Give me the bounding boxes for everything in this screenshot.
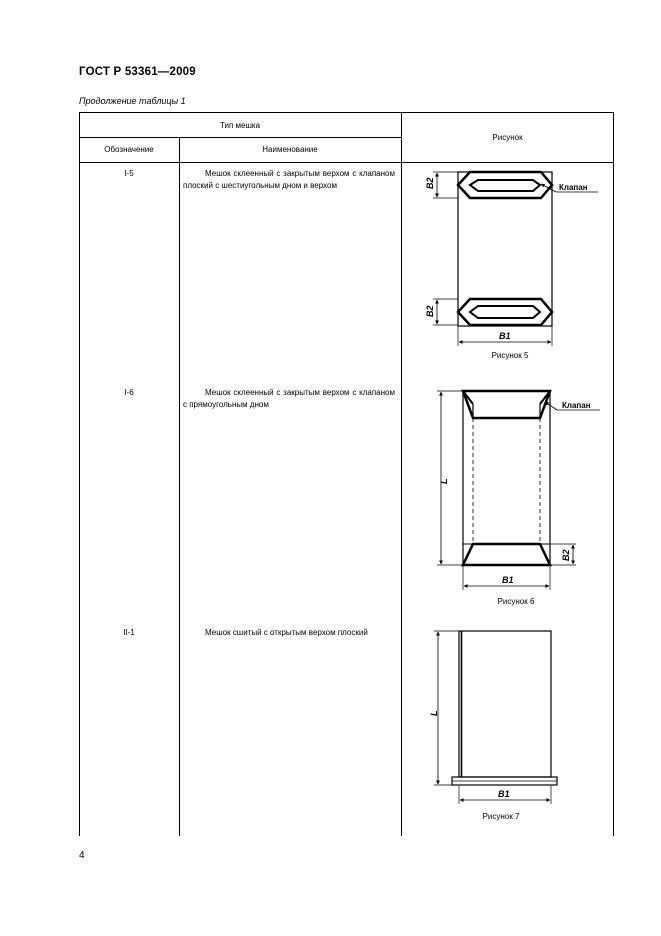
row-name: Мешок склеенный с закрытым верхом с клап…: [183, 388, 395, 409]
row-code: I-5: [124, 169, 134, 178]
l-label: L: [439, 479, 449, 485]
header-code: Обозначение: [104, 145, 154, 154]
page-number: 4: [79, 850, 85, 861]
valve-label: Клапан: [559, 183, 588, 192]
valve-label: Клапан: [562, 401, 591, 410]
row-code: I-6: [124, 388, 134, 397]
document-header: ГОСТ Р 53361—2009: [79, 66, 196, 78]
b2-label: B2: [425, 305, 435, 317]
table-continuation-label: Продолжение таблицы 1: [79, 96, 186, 106]
row-code: II-1: [123, 628, 135, 637]
header-figure: Рисунок: [492, 133, 523, 142]
b2-label: B2: [425, 177, 435, 189]
b1-label: B1: [499, 331, 511, 341]
figure-caption: Рисунок 7: [482, 812, 520, 821]
b1-label: B1: [498, 789, 510, 799]
row-name: Мешок сшитый с открытым верхом плоский: [205, 628, 368, 637]
b2-label: B2: [561, 549, 571, 561]
l-label: L: [429, 711, 439, 717]
figure-caption: Рисунок 5: [491, 351, 529, 360]
header-bag-type: Тип мешка: [219, 121, 261, 130]
row-name: Мешок склеенный с закрытым верхом с клап…: [183, 169, 395, 190]
header-name: Наименование: [262, 145, 318, 154]
figure-caption: Рисунок 6: [497, 597, 535, 606]
b1-label: B1: [502, 575, 514, 585]
